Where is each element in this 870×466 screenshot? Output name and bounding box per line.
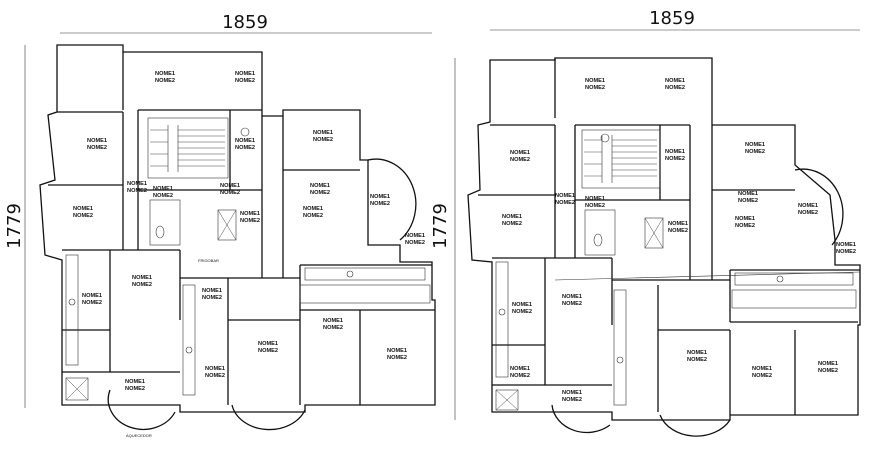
bathroom-fixtures xyxy=(149,127,250,246)
interior-walls xyxy=(478,58,860,415)
height-dimension-label: 1779 xyxy=(430,203,451,249)
bay-window-right xyxy=(794,168,844,246)
bay-window-bottom-center xyxy=(659,414,731,437)
kitchen-counters xyxy=(495,261,861,411)
bathroom-fixtures xyxy=(584,133,664,256)
bay-window-bottom-left xyxy=(107,389,176,431)
bay-window-bottom-center xyxy=(231,404,306,431)
width-dimension-label: 1859 xyxy=(649,8,695,29)
stair-core xyxy=(147,117,229,179)
exterior-wall xyxy=(467,57,861,421)
bay-window-bottom-left xyxy=(551,404,611,434)
interior-walls xyxy=(48,52,435,405)
floor-plan-right: 1859 1779 xyxy=(430,8,861,437)
stair-core xyxy=(581,129,661,189)
aquecedor-note: AQUECEDOR xyxy=(126,433,152,438)
kitchen-counters xyxy=(65,254,431,401)
frigobar-note: FRIGOBAR xyxy=(198,258,219,263)
width-dimension-label: 1859 xyxy=(222,12,268,33)
exterior-wall xyxy=(39,44,436,413)
height-dimension-label: 1779 xyxy=(4,203,25,249)
floor-plan-left: 1859 1779 xyxy=(4,12,436,438)
bay-window-right xyxy=(367,158,417,241)
